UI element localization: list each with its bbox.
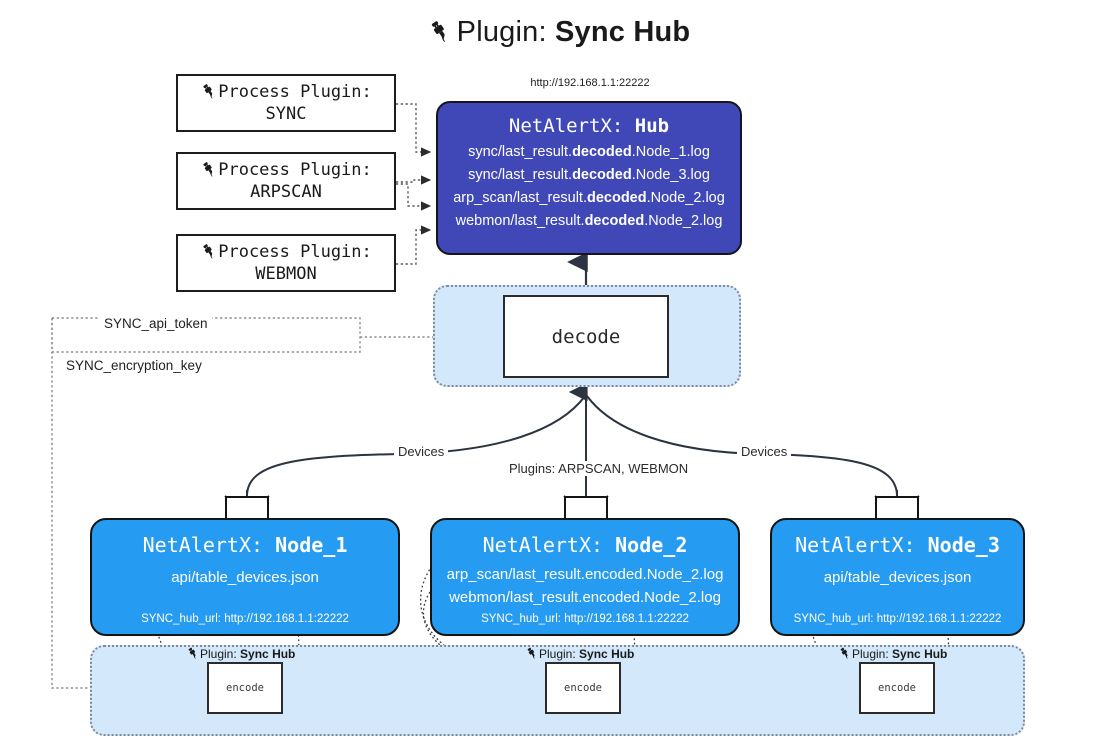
page-title: Plugin: Sync Hub [0,16,1117,52]
plug-icon [186,647,200,661]
process-plugin-name: ARPSCAN [250,182,322,202]
hub-url: http://192.168.1.1:22222 [530,77,650,89]
node-row: api/table_devices.json [823,569,972,586]
process-plugin-label: Process Plugin: [218,159,372,180]
node-footer: SYNC_hub_url: http://192.168.1.1:22222 [793,613,1002,625]
hub-log-line: webmon/last_result.decoded.Node_2.log [455,213,723,229]
hub-title: NetAlertX: Hub [438,115,740,137]
title-name: Sync Hub [555,16,691,48]
edge-arpscan-to-log3 [396,183,432,211]
node-row: arp_scan/last_result.encoded.Node_2.log [446,566,724,583]
edge-label-plugins: Plugins: ARPSCAN, WEBMON [505,461,693,476]
hub-box[interactable]: NetAlertX: Hub sync/last_result.decoded.… [436,101,742,255]
plug-icon [200,242,218,262]
edge-webmon-to-log4 [396,225,432,265]
node-footer: SYNC_hub_url: http://192.168.1.1:22222 [141,613,349,625]
hub-log-line: arp_scan/last_result.decoded.Node_2.log [453,190,725,206]
process-plugin-box-webmon[interactable]: Process Plugin: WEBMON [176,234,396,292]
node-box-3[interactable]: NetAlertX: Node_3 api/table_devices.json… [770,518,1025,636]
hub-log-line: sync/last_result.decoded.Node_3.log [468,167,710,183]
plug-icon [200,160,218,180]
process-plugin-name: WEBMON [255,264,317,284]
plug-icon [838,647,852,661]
edge-label-devices-right: Devices [737,444,792,459]
encode-box-3[interactable]: encode [859,662,935,714]
edge-label-devices-left: Devices [394,444,449,459]
encode-box-1[interactable]: encode [207,662,283,714]
encode-box-2[interactable]: encode [545,662,621,714]
node-box-2[interactable]: NetAlertX: Node_2 arp_scan/last_result.e… [430,518,740,636]
title-prefix: Plugin: [456,16,547,48]
process-plugin-box-arpscan[interactable]: Process Plugin: ARPSCAN [176,152,396,210]
node-row: api/table_devices.json [171,569,319,586]
plug-icon [427,18,453,52]
node-footer: SYNC_hub_url: http://192.168.1.1:22222 [481,613,689,625]
decode-box[interactable]: decode [503,295,669,378]
plug-icon [200,82,218,102]
process-plugin-name: SYNC [265,104,307,124]
edge-arpscan-to-log2 [396,175,432,185]
plug-icon [525,647,539,661]
hub-log-line: sync/last_result.decoded.Node_1.log [468,144,710,160]
hub-title-prefix: NetAlertX: [508,115,624,137]
process-plugin-box-sync[interactable]: Process Plugin: SYNC [176,74,396,132]
token-label-encryption-key: SYNC_encryption_key [62,358,206,373]
encoder-plugin-label-3: Plugin: Sync Hub [838,646,947,661]
encoder-plugin-label-1: Plugin: Sync Hub [186,646,295,661]
edge-sync-to-log1 [396,103,432,157]
token-label-api: SYNC_api_token [100,316,212,331]
process-plugin-label: Process Plugin: [218,241,372,262]
node-title: NetAlertX: Node_3 [795,533,1000,557]
hub-title-name: Hub [634,115,670,137]
node-title: NetAlertX: Node_2 [482,533,688,557]
node-box-1[interactable]: NetAlertX: Node_1 api/table_devices.json… [90,518,400,636]
node-row: webmon/last_result.encoded.Node_2.log [449,589,721,606]
node-title: NetAlertX: Node_1 [142,533,348,557]
encoder-plugin-label-2: Plugin: Sync Hub [525,646,634,661]
process-plugin-label: Process Plugin: [218,81,372,102]
